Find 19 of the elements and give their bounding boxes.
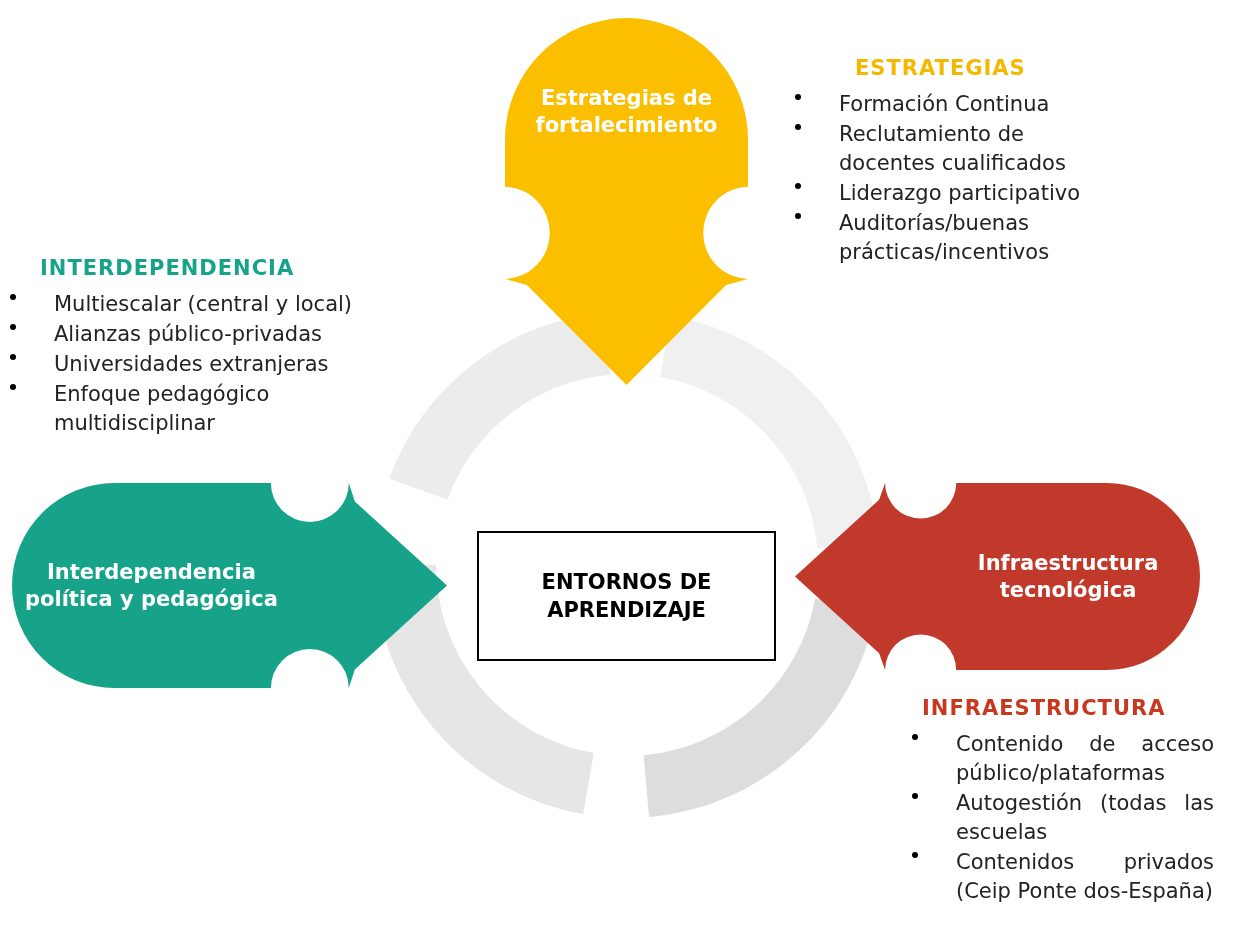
list-item: Alianzas público-privadas [54, 321, 323, 348]
list-item: Autogestión (todas las escuelas [956, 790, 1214, 846]
list-item: Contenido de acceso público/plataformas [956, 731, 1214, 787]
process-box [477, 531, 776, 661]
list-item: Contenidos privados (Ceip Ponte dos-España) [956, 849, 1214, 905]
list-item: Enfoque pedagógico multidisciplinar [54, 381, 271, 437]
list-item: Reclutamiento de docentes cualificados [839, 121, 1067, 177]
section-heading: INFRAESTRUCTURA [922, 696, 1166, 720]
node-label: Interdependencia política y pedagógica [24, 558, 279, 613]
node-label: Estrategias de fortalecimiento [534, 85, 719, 140]
section-heading: INTERDEPENDENCIA [40, 256, 295, 280]
list-item: Formación Continua [839, 91, 1051, 118]
list-item: Multiescalar (central y local) [54, 291, 354, 318]
list-item: Auditorías/buenas prácticas/incentivos [839, 210, 1051, 266]
list-item: Liderazgo participativo [839, 180, 1081, 207]
list-item: Universidades extranjeras [54, 351, 330, 378]
section-heading: ESTRATEGIAS [855, 56, 1026, 80]
node-label: ENTORNOS DE APRENDIZAJE [540, 569, 713, 624]
node-label: Infraestructura tecnológica [976, 549, 1160, 604]
